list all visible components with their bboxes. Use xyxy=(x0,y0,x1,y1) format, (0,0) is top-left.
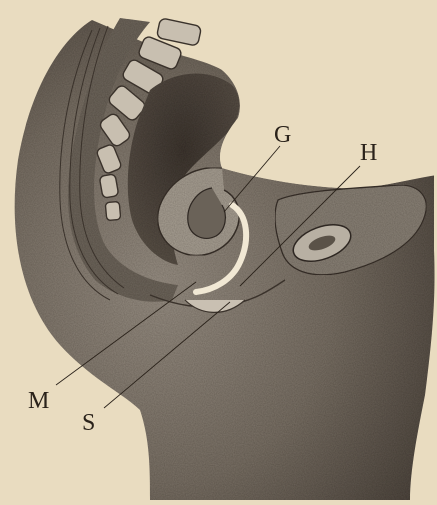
label-s: S xyxy=(82,410,95,436)
label-m: M xyxy=(28,388,49,414)
label-h: H xyxy=(360,140,377,166)
section-notch xyxy=(215,0,437,188)
label-g: G xyxy=(274,122,291,148)
